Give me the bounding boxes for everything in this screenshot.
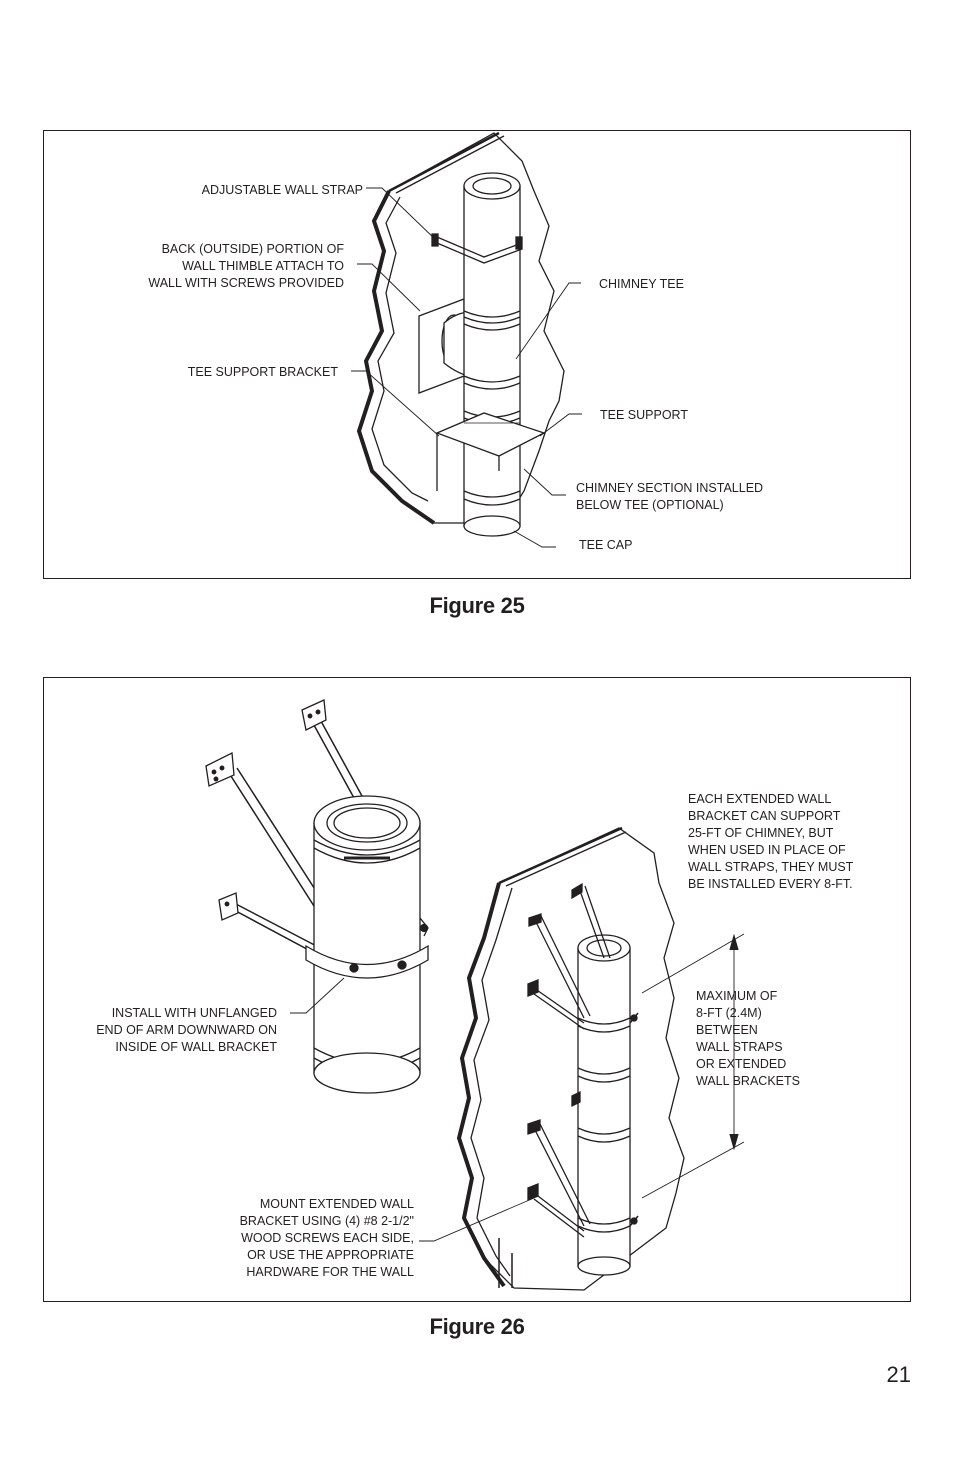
label-each-extended: EACH EXTENDED WALL BRACKET CAN SUPPORT 2… [688,792,854,891]
label-tee-support: TEE SUPPORT [600,408,688,422]
page-number: 21 [886,1362,911,1387]
label-wall-thimble: BACK (OUTSIDE) PORTION OF WALL THIMBLE A… [148,242,344,290]
leader-chimney-section [524,469,566,495]
figure-25-panel: ADJUSTABLE WALL STRAP BACK (OUTSIDE) POR… [43,130,911,579]
pipe-on-wall [578,948,630,1266]
figure-26-illustration [44,678,910,1301]
wall-bracket-2 [579,886,610,958]
label-install-unflanged: INSTALL WITH UNFLANGED END OF ARM DOWNWA… [96,1006,277,1054]
figure-25-caption: Figure 25 [429,593,525,618]
label-tee-cap: TEE CAP [579,538,633,552]
wall-thickness-inner [372,197,428,501]
pipe-closeup [314,823,420,1073]
figure-26-panel: EACH EXTENDED WALL BRACKET CAN SUPPORT 2… [43,677,911,1302]
label-tee-support-bracket: TEE SUPPORT BRACKET [187,365,338,379]
leader-tee-bracket [351,371,439,436]
label-chimney-section: CHIMNEY SECTION INSTALLED BELOW TEE (OPT… [576,481,764,512]
label-chimney-tee: CHIMNEY TEE [599,277,684,291]
leader-tee-cap [514,531,556,547]
wall-bracket-4 [534,1124,590,1226]
wall-thickness-outer [359,191,434,523]
wall-edge [389,133,499,191]
bracket-arm-top [309,712,362,798]
leader-install-unflanged [290,978,344,1013]
figure-25-illustration [44,131,910,578]
wall-bracket-1 [534,914,590,1018]
wall-thickness-2-outer [459,883,504,1286]
label-maximum-spacing: MAXIMUM OF 8-FT (2.4M) BETWEEN WALL STRA… [696,989,800,1088]
label-mount-extended: MOUNT EXTENDED WALL BRACKET USING (4) #8… [239,1197,414,1279]
label-adjustable-wall-strap: ADJUSTABLE WALL STRAP [201,183,363,197]
figure-26-caption: Figure 26 [429,1314,525,1339]
wall-bracket-3 [534,988,584,1029]
leader-mount-extended [419,1198,534,1241]
leader-wall-strap [366,188,437,241]
wall-top-edge-2 [499,828,622,883]
leader-chimney-tee [516,283,581,359]
wall-strap [437,237,522,263]
chimney-pipe [464,186,520,526]
wall-bracket-5 [534,1193,584,1237]
clamp-band [306,946,428,978]
leader-thimble [357,264,420,311]
leader-tee-support [540,414,582,436]
